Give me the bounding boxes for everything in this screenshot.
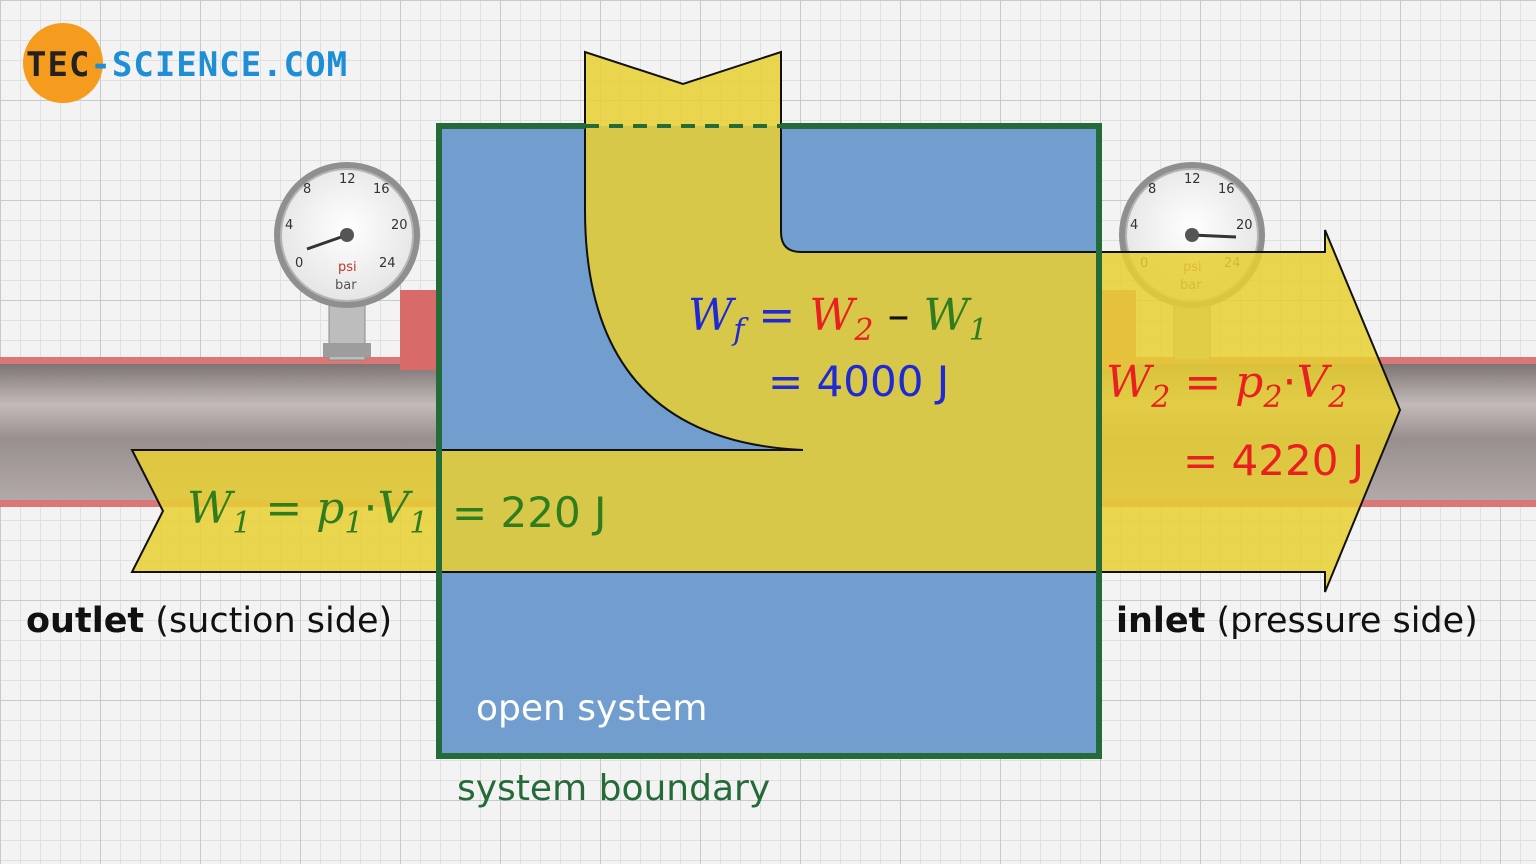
gauge-tick: 20: [1236, 218, 1253, 233]
wf-equals: =: [744, 290, 809, 341]
w1-symbol: W: [187, 483, 236, 534]
w1-subscript: 1: [232, 506, 251, 541]
equation-wf: Wf = W2 – W1 = 4000 J: [688, 290, 988, 406]
outlet-label: outlet (suction side): [26, 601, 392, 641]
gauge-tick: 24: [379, 256, 396, 271]
w2-equals: =: [1170, 357, 1235, 408]
w1-equals: =: [251, 483, 316, 534]
w2-dot: ·: [1282, 357, 1296, 408]
inlet-label-rest: (pressure side): [1205, 601, 1477, 641]
gauge-tick: 16: [373, 182, 390, 197]
gauge-tick: 16: [1218, 182, 1235, 197]
outlet-label-rest: (suction side): [144, 601, 392, 641]
wf-w1-subscript: 1: [969, 313, 988, 348]
inlet-label-bold: inlet: [1116, 601, 1205, 641]
wf-value: = 4000 J: [768, 357, 949, 406]
gauge-needle: [306, 233, 348, 251]
equation-w1: W1 = p1·V1 = 220 J: [187, 483, 606, 541]
pipe-flange-left: [400, 290, 436, 370]
gauge-tick: 8: [1148, 182, 1156, 197]
gauge-unit-bar: bar: [335, 278, 357, 293]
system-boundary-label: system boundary: [457, 768, 770, 809]
gauge-tick: 4: [285, 218, 293, 233]
open-system-label: open system: [476, 688, 707, 729]
w1-v: V: [377, 483, 413, 534]
gauge-unit-psi: psi: [338, 260, 357, 275]
inlet-label: inlet (pressure side): [1116, 601, 1478, 641]
logo-text-blue: -SCIENCE.COM: [90, 45, 348, 85]
svg-text:W1 = p1·V1: W1 = p1·V1: [187, 483, 428, 541]
wf-symbol: W: [688, 290, 737, 341]
wf-w2-subscript: 2: [853, 313, 873, 348]
wf-w1: W: [924, 290, 973, 341]
w2-v: V: [1296, 357, 1332, 408]
w1-value: = 220 J: [452, 488, 606, 537]
gauge-tick: 0: [295, 256, 303, 271]
w1-p-subscript: 1: [344, 506, 363, 541]
svg-text:TEC-SCIENCE.COM: TEC-SCIENCE.COM: [26, 45, 348, 85]
gauge-tick: 4: [1130, 218, 1138, 233]
gauge-tick: 8: [303, 182, 311, 197]
gauge-needle: [1191, 233, 1237, 239]
w2-subscript: 2: [1150, 380, 1170, 415]
gauge-tick: 12: [1184, 172, 1201, 187]
wf-w2: W: [809, 290, 858, 341]
w1-v-subscript: 1: [409, 506, 428, 541]
tec-science-logo: TEC-SCIENCE.COM: [23, 23, 348, 103]
outlet-label-bold: outlet: [26, 601, 144, 641]
w2-p: p: [1235, 357, 1263, 408]
pressure-gauge-left: 0 4 8 12 16 20 24 psi bar: [274, 162, 420, 361]
system-boundary: [436, 123, 1102, 759]
w1-p: p: [316, 483, 344, 534]
w1-dot: ·: [363, 483, 377, 534]
gauge-tick: 12: [339, 172, 356, 187]
w2-value: = 4220 J: [1183, 436, 1364, 485]
logo-text-dark: TEC: [26, 45, 90, 85]
svg-text:Wf = W2 – W1: Wf = W2 – W1: [688, 290, 988, 348]
w2-symbol: W: [1106, 357, 1155, 408]
svg-text:W2 = p2·V2: W2 = p2·V2: [1106, 357, 1347, 415]
w2-p-subscript: 2: [1262, 380, 1282, 415]
wf-minus: –: [874, 290, 924, 341]
equation-w2: W2 = p2·V2 = 4220 J: [1106, 357, 1364, 485]
energy-flow-arrow: [130, 50, 1402, 593]
gauge-tick: 20: [391, 218, 408, 233]
w2-v-subscript: 2: [1327, 380, 1347, 415]
